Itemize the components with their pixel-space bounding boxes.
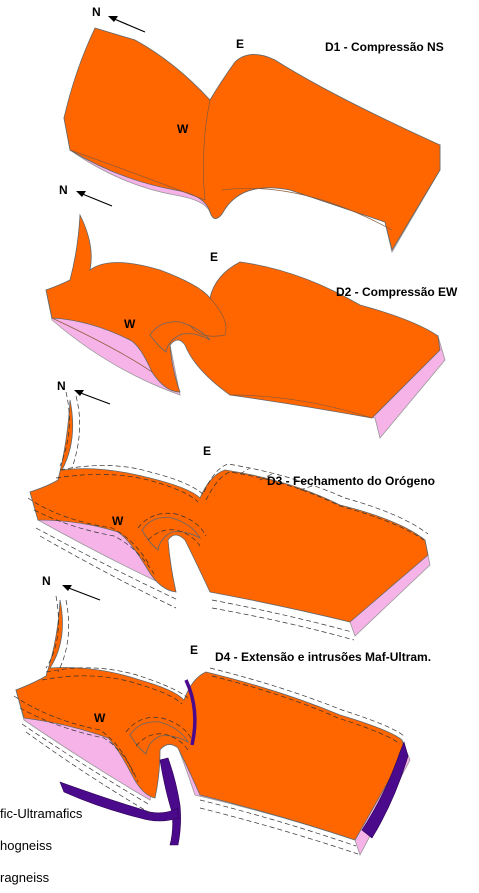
d1-west-label: W — [177, 122, 189, 136]
d1-title: D1 - Compressão NS — [325, 40, 444, 54]
d4-north-arrow — [62, 585, 100, 600]
d4-orthogneiss-block — [16, 600, 405, 840]
d4-west-label: W — [94, 711, 106, 725]
d2-title: D2 - Compressão EW — [336, 285, 458, 299]
d4-title: D4 - Extensão e intrusões Maf-Ultram. — [215, 650, 431, 664]
d1-orthogneiss-block — [64, 28, 440, 250]
d4-east-label: E — [190, 643, 198, 657]
d3-north-label: N — [57, 379, 66, 393]
block-d1: N E W D1 - Compressão NS — [64, 5, 444, 252]
d2-north-arrow — [76, 191, 112, 206]
d2-east-label: E — [210, 250, 218, 264]
d2-west-label: W — [124, 317, 136, 331]
d3-west-label: W — [112, 514, 124, 528]
d1-north-arrow — [108, 16, 145, 32]
d2-north-label: N — [59, 183, 68, 197]
d3-orthogneiss-block — [30, 400, 428, 622]
d2-orthogneiss-block — [46, 215, 440, 418]
d4-mafic-dike-center — [160, 758, 181, 845]
d3-east-label: E — [203, 444, 211, 458]
legend-item-paragneiss: ragneiss — [0, 870, 49, 885]
d1-east-label: E — [236, 37, 244, 51]
d1-north-label: N — [92, 5, 101, 19]
d3-title: D3 - Fechamento do Orógeno — [267, 474, 435, 488]
legend-item-orthogneiss: hogneiss — [0, 838, 52, 853]
d3-north-arrow — [74, 390, 110, 404]
legend-item-mafic-ultramafics: fic-Ultramafics — [0, 806, 82, 821]
d4-north-label: N — [42, 574, 51, 588]
